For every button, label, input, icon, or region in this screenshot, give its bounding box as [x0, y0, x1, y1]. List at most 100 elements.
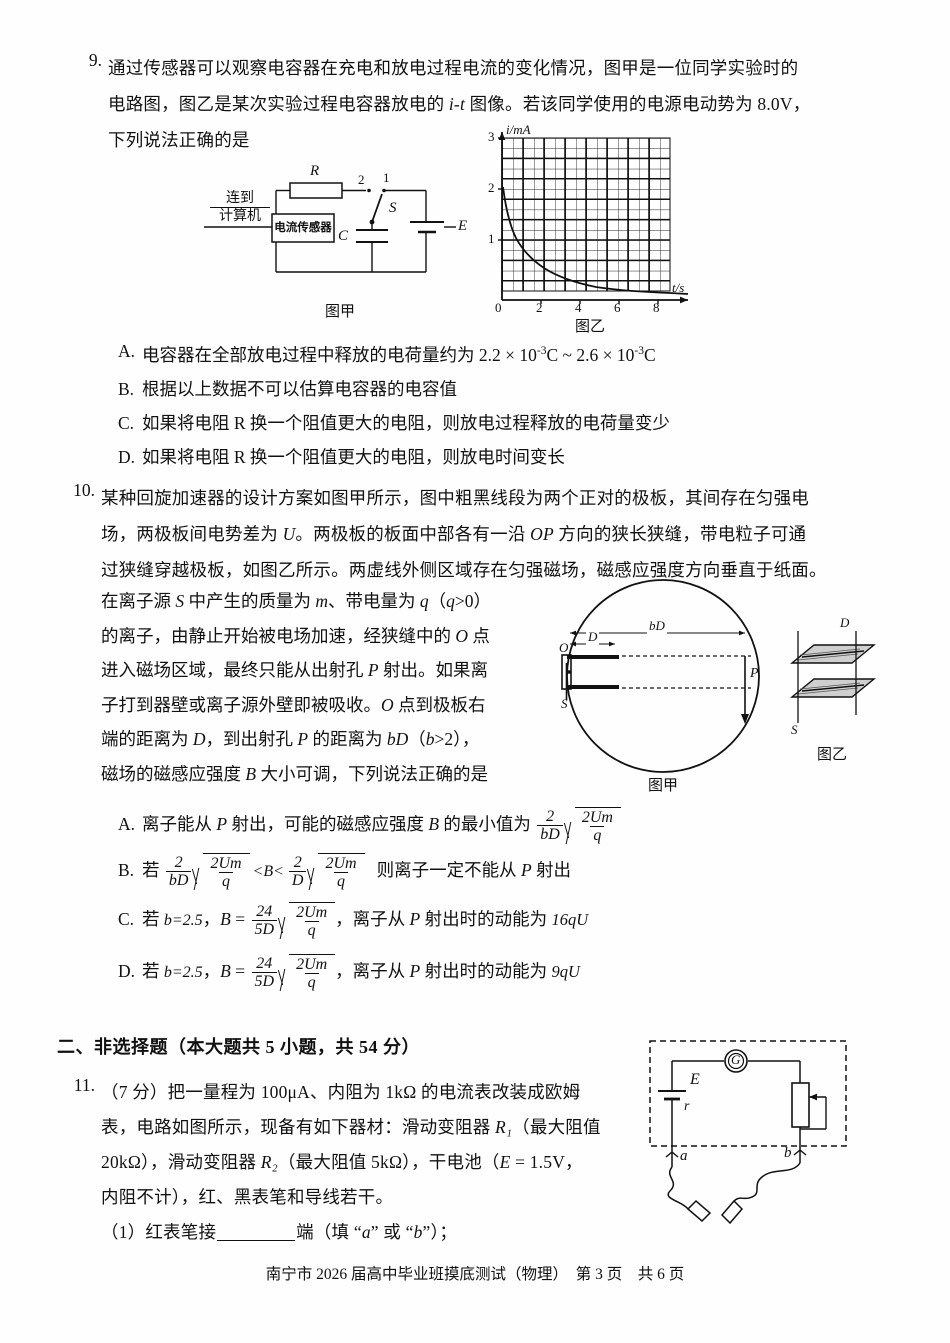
question-11-stem: （7 分）把一量程为 100μA、内阻为 1kΩ 的电流表改装成欧姆 表，电路如… — [101, 1075, 645, 1250]
q10-jia-caption: 图甲 — [647, 778, 678, 794]
q9-graph-ylabel: i/mA — [506, 122, 531, 137]
q10-option-c-label: C. — [118, 909, 135, 929]
q10-figure-yi-svg — [790, 631, 876, 723]
question-9-stem: 通过传感器可以观察电容器在充电和放电过程电流的变化情况，图甲是一位同学实验时的 … — [108, 50, 877, 158]
q11-line-1: （7 分）把一量程为 100μA、内阻为 1kΩ 的电流表改装成欧姆 — [101, 1082, 581, 1102]
q10-jia-label-bD: bD — [647, 618, 667, 634]
q10-yi-label-D: D — [840, 615, 850, 630]
q9-option-b-label: B. — [118, 378, 135, 399]
q10-jia-label-S: S — [561, 696, 568, 711]
q10-stem-line-7: 子打到器壁或离子源外壁即被吸收。O 点到极板右 — [101, 694, 486, 715]
q11-label-G: G — [731, 1052, 741, 1067]
q9-option-a: A. 电容器在全部放电过程中释放的电荷量约为 2.2 × 10-3C ~ 2.6… — [96, 334, 886, 372]
q10-stem-line-8: 端的距离为 D，到出射孔 P 的距离为 bD（b>2）， — [101, 729, 480, 749]
q10-stem-line-3: 过狭缝穿越极板，如图乙所示。两虚线外侧区域存在匀强磁场，磁感应强度方向垂直于纸面… — [101, 560, 827, 580]
question-10-number: 10. — [73, 480, 95, 500]
q9-option-b: B. 根据以上数据不可以估算电容器的电容值 — [96, 372, 886, 406]
section-2-heading: 二、非选择题（本大题共 5 小题，共 54 分） — [57, 1037, 420, 1057]
q10-option-c-energy: 16qU — [551, 910, 589, 929]
q10-it-OP: OP — [530, 524, 554, 544]
q9-circuit-figure: 连到 计算机 电流传感器 R 2 1 S C E 图甲 — [198, 163, 488, 320]
q10-figure-yi: D S 图乙 — [778, 615, 888, 763]
q9-stem-line-1: 通过传感器可以观察电容器在充电和放电过程电流的变化情况，图甲是一位同学实验时的 — [108, 58, 799, 78]
q9-circuit-svg — [204, 182, 456, 273]
q9-option-d-text: 如果将电阻 R 换一个阻值更大的电阻，则放电时间变长 — [142, 446, 565, 467]
q9-graph-xtick-0: 0 — [495, 300, 502, 315]
q10-stem-line-4: 在离子源 S 中产生的质量为 m、带电量为 q（q>0） — [101, 591, 492, 611]
q9-option-c: C. 如果将电阻 R 换一个阻值更大的电阻，则放电过程释放的电荷量变少 — [96, 406, 886, 440]
q9-stem-line-2: 电路图，图乙是某次实验过程电容器放电的 i-t 图像。若该同学使用的电源电动势为… — [108, 86, 877, 122]
q9-label-computer: 连到 计算机 — [210, 190, 270, 225]
question-10: 10. 某种回旋加速器的设计方案如图甲所示，图中粗黑线段为两个正对的极板，其间存… — [55, 480, 890, 588]
q11-line-5: （1）红表笔接端（填 “a” 或 “b”）； — [101, 1222, 458, 1242]
q9-label-R: R — [310, 163, 320, 179]
q9-label-sw1: 1 — [383, 170, 390, 185]
q10-stem-line-6: 进入磁场区域，最终只能从出射孔 P 射出。如果离 — [101, 660, 488, 680]
q9-option-d: D. 如果将电阻 R 换一个阻值更大的电阻，则放电时间变长 — [96, 440, 886, 474]
q11-answer-blank[interactable] — [217, 1239, 296, 1241]
q11-label-r: r — [684, 1099, 690, 1114]
q10-option-b-label: B. — [118, 860, 135, 880]
q10-jia-label-P: P — [750, 666, 759, 681]
question-9: 9. 通过传感器可以观察电容器在充电和放电过程电流的变化情况，图甲是一位同学实验… — [62, 50, 877, 158]
q9-stem-line-3: 下列说法正确的是 — [108, 130, 250, 150]
q9-label-S: S — [389, 200, 397, 216]
q10-option-d-energy: 9qU — [551, 962, 580, 981]
q9-option-a-text: 电容器在全部放电过程中释放的电荷量约为 2.2 × 10-3C ~ 2.6 × … — [142, 344, 656, 365]
q9-graph-xlabel: t/s — [672, 280, 685, 295]
q11-line-3: 20kΩ），滑动变阻器 R₂（最大阻值 5kΩ），干电池（E = 1.5V， — [101, 1152, 583, 1172]
q9-option-d-label: D. — [118, 446, 136, 467]
q9-option-c-label: C. — [118, 412, 135, 433]
q10-option-d-label: D. — [118, 961, 136, 981]
q9-label-E: E — [458, 218, 468, 234]
q10-stem-line-1: 某种回旋加速器的设计方案如图甲所示，图中粗黑线段为两个正对的极板，其间存在匀强电 — [101, 488, 809, 508]
q9-graph-ytick-2: 2 — [488, 180, 495, 195]
q9-label-sw2: 2 — [358, 172, 365, 187]
q9-stem-line-2a: 电路图，图乙是某次实验过程电容器放电的 — [108, 94, 449, 114]
q10-yi-label-S: S — [791, 722, 798, 737]
q9-label-sensor: 电流传感器 — [274, 222, 332, 234]
q9-graph-caption: 图乙 — [574, 319, 605, 335]
q10-yi-caption: 图乙 — [816, 747, 847, 763]
question-11: 11. （7 分）把一量程为 100μA、内阻为 1kΩ 的电流表改装成欧姆 表… — [55, 1075, 645, 1250]
page-footer: 南宁市 2026 届高中毕业班摸底测试（物理） 第 3 页 共 6 页 — [265, 1266, 685, 1283]
question-9-number: 9. — [88, 50, 102, 70]
q11-r2-symbol: R₂ — [260, 1152, 278, 1172]
q11-label-a: a — [680, 1148, 688, 1164]
q10-jia-label-D: D — [586, 629, 600, 645]
q10-stem-line-5: 的离子，由静止开始被电场加速，经狭缝中的 O 点 — [101, 625, 490, 646]
q11-circuit-svg — [649, 1040, 847, 1225]
q11-line-4: 内阻不计），红、黑表笔和导线若干。 — [101, 1187, 394, 1207]
q11-label-b: b — [784, 1145, 792, 1161]
q9-label-C: C — [338, 228, 349, 244]
q9-graph-figure: i/mA t/s 3 2 1 0 2 4 6 8 图乙 — [488, 122, 707, 335]
question-10-stem-lower: 在离子源 S 中产生的质量为 m、带电量为 q（q>0） 的离子，由静止开始被电… — [101, 584, 531, 791]
q9-graph-xtick-4: 4 — [575, 300, 582, 315]
q9-circuit-caption: 图甲 — [324, 304, 355, 320]
q9-stem-line-2b: 图像。若该同学使用的电源电动势为 8.0V， — [465, 94, 811, 114]
q9-label-computer-top: 连到 — [210, 190, 270, 208]
q9-options: A. 电容器在全部放电过程中释放的电荷量约为 2.2 × 10-3C ~ 2.6… — [96, 334, 886, 474]
q9-it-t: i-t — [448, 94, 466, 114]
q10-figure-jia: O S P D bD 图甲 — [545, 578, 785, 794]
q9-label-computer-bottom: 计算机 — [219, 209, 261, 224]
q10-stem-line-9: 磁场的磁感应强度 B 大小可调，下列说法正确的是 — [101, 763, 488, 784]
q10-jia-label-O: O — [559, 640, 569, 655]
q9-graph-ytick-3: 3 — [488, 129, 495, 144]
q10-option-a-label: A. — [118, 814, 136, 834]
q10-it-U: U — [282, 524, 296, 544]
q9-graph-ytick-1: 1 — [488, 231, 495, 246]
q9-option-c-text: 如果将电阻 R 换一个阻值更大的电阻，则放电过程释放的电荷量变少 — [142, 412, 670, 433]
q10-option-b-inequality: <B< — [252, 862, 284, 880]
